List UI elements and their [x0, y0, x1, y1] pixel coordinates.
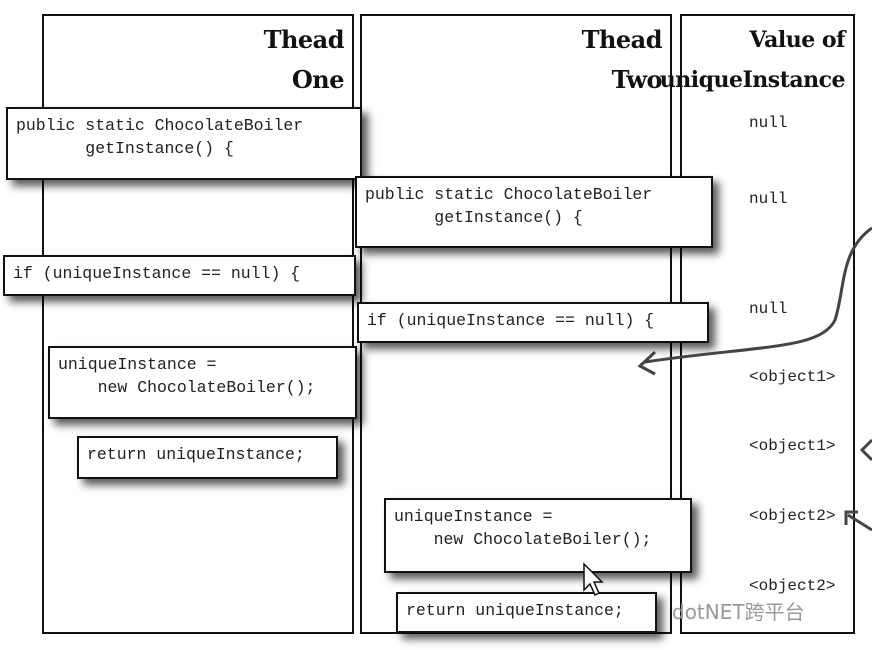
arrowhead-icon — [637, 350, 657, 376]
t1-return: return uniqueInstance; — [77, 436, 338, 479]
small-arrow-2 — [844, 510, 872, 532]
t1-create-instance: uniqueInstance = new ChocolateBoiler(); — [48, 346, 357, 419]
value-5: <object1> — [749, 437, 836, 455]
t2-get-instance: public static ChocolateBoiler getInstanc… — [355, 176, 713, 248]
value-6: <object2> — [749, 507, 836, 525]
value-3: null — [749, 300, 788, 318]
t1-get-instance: public static ChocolateBoiler getInstanc… — [6, 107, 362, 180]
t2-if-null: if (uniqueInstance == null) { — [357, 302, 709, 343]
watermark: dotNET跨平台 — [672, 600, 805, 624]
value-2: null — [749, 190, 788, 208]
value-7: <object2> — [749, 577, 836, 595]
t2-return: return uniqueInstance; — [396, 592, 657, 633]
value-header: Value of uniqueInstance — [659, 27, 846, 93]
value-1: null — [749, 114, 788, 132]
small-arrow-1 — [859, 438, 872, 462]
cursor-icon — [583, 562, 604, 597]
t2-create-instance: uniqueInstance = new ChocolateBoiler(); — [384, 498, 692, 573]
value-column: Value of uniqueInstance — [660, 14, 855, 634]
thread-two-header: Thead Two — [581, 25, 663, 94]
value-4: <object1> — [749, 368, 836, 386]
t1-if-null: if (uniqueInstance == null) { — [3, 255, 356, 296]
curved-arrow — [644, 226, 872, 364]
thread-one-header: Thead One — [263, 25, 345, 94]
